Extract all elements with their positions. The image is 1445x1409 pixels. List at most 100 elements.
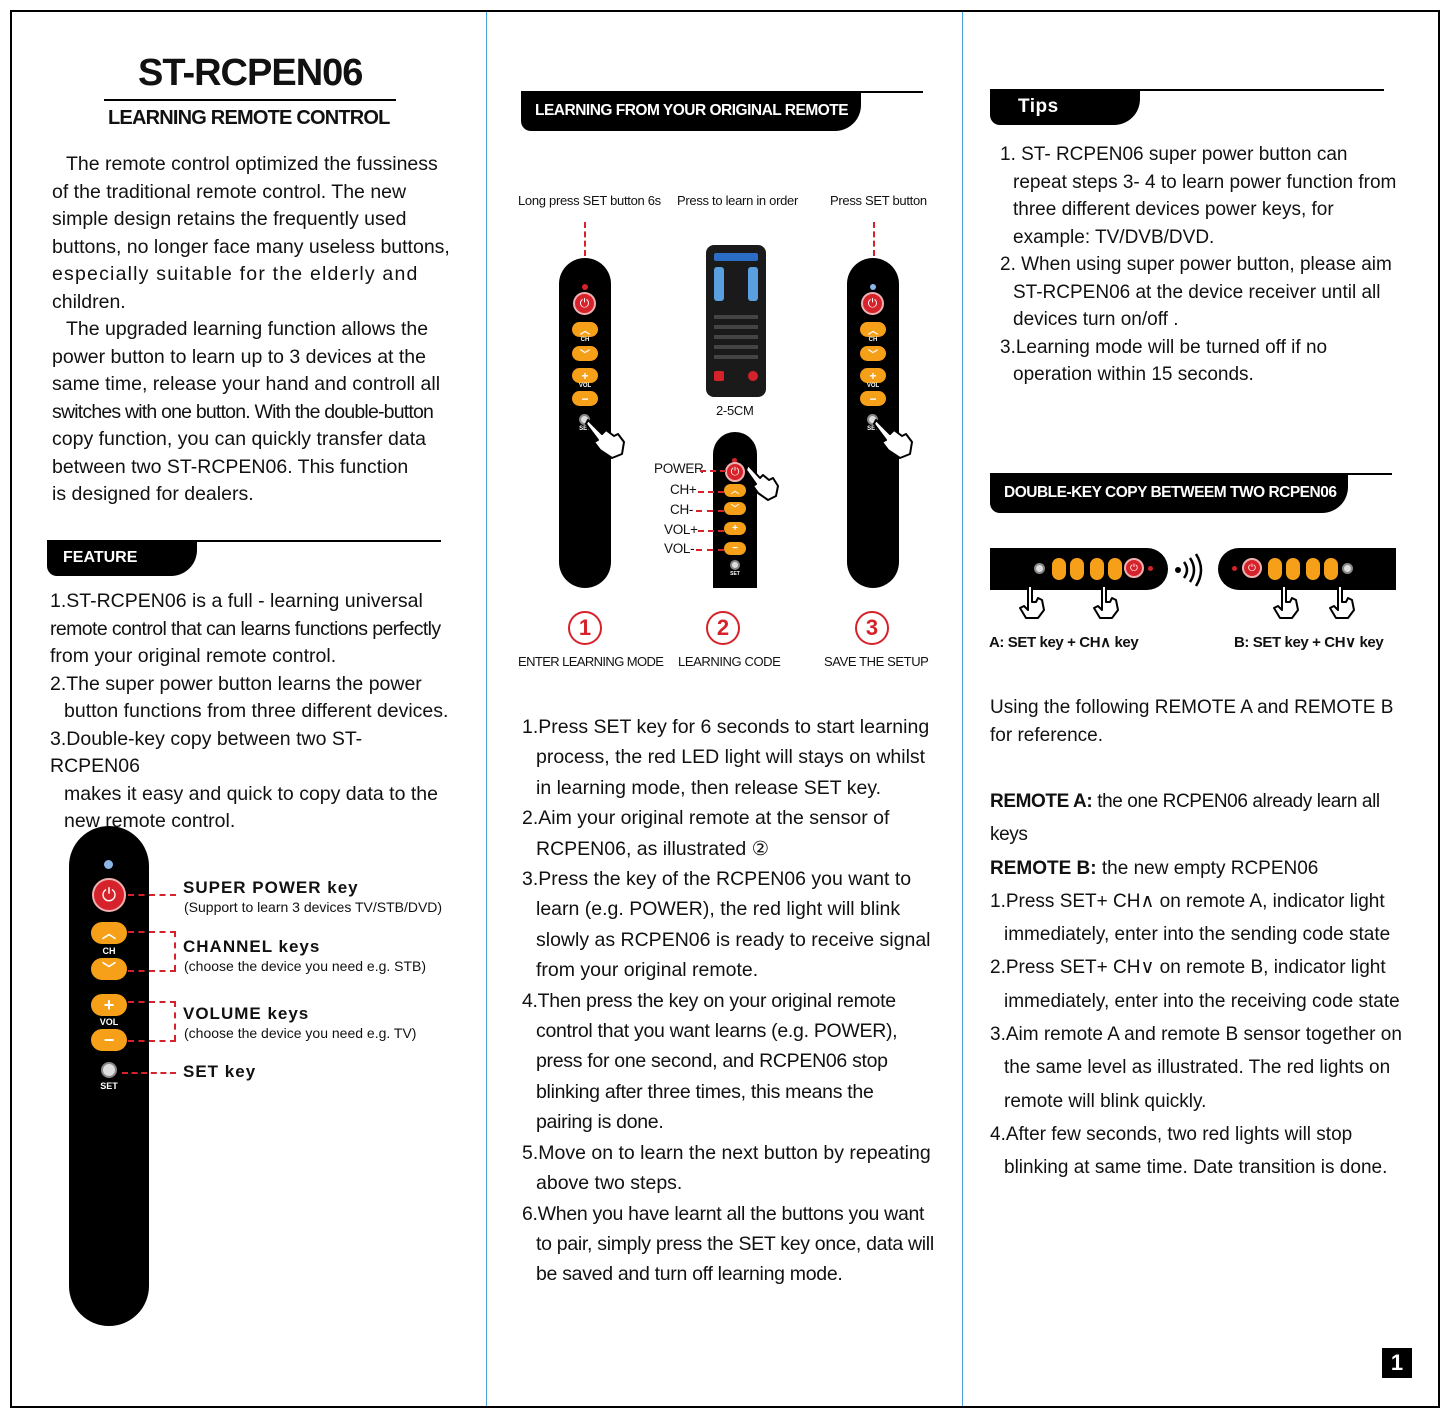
indicator-led bbox=[732, 458, 737, 463]
set-label: SET bbox=[579, 426, 591, 432]
tips-header: Tips bbox=[990, 89, 1384, 125]
set-gear-icon bbox=[101, 1062, 117, 1078]
remote-a-text: the one RCPEN06 already learn all keys bbox=[990, 791, 1380, 846]
ch-down-button: ﹀ bbox=[572, 346, 598, 361]
vol-label: VOL bbox=[99, 1017, 119, 1027]
ch-label: CH bbox=[580, 337, 590, 343]
hand-pointer-icon bbox=[745, 464, 779, 501]
ch-up-button: ︿ bbox=[724, 484, 746, 497]
vol-down-button: − bbox=[91, 1029, 127, 1051]
remote-step3: ⏻ ︿ CH ﹀ + VOL − SET bbox=[847, 258, 899, 588]
ch-up-button: ︿ bbox=[860, 322, 886, 337]
learn-label-ch-plus: CH+ bbox=[670, 482, 697, 497]
indicator-led bbox=[1232, 566, 1237, 571]
remote-a-illustration: ⏻ bbox=[990, 548, 1168, 590]
remote-illustration: ⏻ ︿ CH ﹀ + VOL − SET bbox=[69, 826, 149, 1326]
leader-line bbox=[696, 510, 724, 512]
step-number-2: 2 bbox=[706, 611, 740, 645]
power-icon: ⏻ bbox=[1124, 558, 1144, 578]
intro-text: The remote control optimized the fussine… bbox=[52, 153, 450, 505]
ch-up-button: ︿ bbox=[572, 322, 598, 337]
super-power-key-label: SUPER POWER key bbox=[183, 878, 359, 897]
leader-line bbox=[873, 222, 875, 256]
leader-line bbox=[696, 549, 724, 551]
remote-step1: ⏻ ︿ CH ﹀ + VOL − SET bbox=[559, 258, 611, 588]
hand-pointer-icon bbox=[873, 419, 913, 459]
learn-label-power: POWER bbox=[654, 461, 704, 476]
indicator-led bbox=[582, 284, 588, 290]
leader-line bbox=[128, 894, 176, 896]
ch-down-button: ﹀ bbox=[91, 958, 127, 980]
remote-b-illustration: ⏻ bbox=[1218, 548, 1396, 590]
power-icon: ⏻ bbox=[92, 878, 126, 912]
step-name-1: ENTER LEARNING MODE bbox=[518, 654, 664, 669]
vol-down-button: − bbox=[572, 391, 598, 406]
ch-label: CH bbox=[102, 946, 116, 956]
leader-line bbox=[584, 222, 586, 256]
vol-button bbox=[1052, 558, 1066, 580]
set-gear-icon bbox=[1034, 563, 1045, 574]
set-gear-icon bbox=[1342, 563, 1353, 574]
original-remote-illustration bbox=[706, 245, 766, 397]
learning-header: LEARNING FROM YOUR ORIGINAL REMOTE bbox=[521, 91, 923, 131]
vol-up-button: + bbox=[724, 522, 746, 535]
super-power-key-note: (Support to learn 3 devices TV/STB/DVD) bbox=[184, 899, 443, 915]
indicator-led bbox=[104, 860, 113, 869]
leader-line bbox=[122, 1072, 176, 1074]
set-label: SET bbox=[730, 571, 740, 577]
vol-button bbox=[1306, 558, 1320, 580]
set-gear-icon bbox=[867, 414, 878, 425]
leader-line bbox=[128, 1040, 176, 1042]
ch-button bbox=[1268, 558, 1282, 580]
signal-waves-icon bbox=[1175, 553, 1203, 587]
step-number-1: 1 bbox=[568, 611, 602, 645]
ch-button bbox=[1090, 558, 1104, 580]
remote-b-label: REMOTE B: bbox=[990, 857, 1097, 879]
vol-up-button: + bbox=[572, 368, 598, 383]
page-frame bbox=[10, 10, 1440, 1408]
caption-press-set: Press SET button bbox=[830, 193, 927, 208]
ch-button bbox=[1286, 558, 1300, 580]
hand-pointer-icon bbox=[1093, 585, 1119, 619]
vol-up-button: + bbox=[91, 994, 127, 1016]
step-number-3: 3 bbox=[855, 611, 889, 645]
channel-keys-note: (choose the device you need e.g. STB) bbox=[184, 958, 427, 974]
page-subtitle: LEARNING REMOTE CONTROL bbox=[108, 107, 390, 129]
remote-a-label: REMOTE A: bbox=[990, 791, 1093, 812]
vol-button bbox=[1324, 558, 1338, 580]
step-name-2: LEARNING CODE bbox=[678, 654, 781, 669]
column-divider bbox=[962, 12, 963, 1406]
tips-list: 1. ST- RCPEN06 super power button can re… bbox=[1000, 144, 1397, 385]
power-icon: ⏻ bbox=[725, 462, 745, 482]
page-title: ST-RCPEN06 bbox=[138, 52, 363, 94]
vol-button bbox=[1070, 558, 1084, 580]
vol-label: VOL bbox=[578, 383, 592, 389]
hand-pointer-icon bbox=[585, 419, 625, 459]
power-icon: ⏻ bbox=[861, 292, 884, 315]
caption-long-press: Long press SET button 6s bbox=[518, 193, 661, 208]
power-icon: ⏻ bbox=[573, 292, 596, 315]
remote-step2: ⏻ ︿ ﹀ + − SET bbox=[713, 432, 757, 588]
vol-down-button: − bbox=[860, 391, 886, 406]
leader-line bbox=[698, 491, 724, 493]
copy-instructions: REMOTE A: the one RCPEN06 already learn … bbox=[990, 791, 1402, 1179]
leader-line bbox=[128, 1001, 176, 1003]
ch-label: CH bbox=[868, 337, 878, 343]
remote-b-text: the new empty RCPEN06 bbox=[1096, 857, 1319, 879]
page-number: 1 bbox=[1382, 1348, 1412, 1378]
feature-list: 1.ST-RCPEN06 is a full - learning univer… bbox=[50, 590, 449, 832]
leader-line bbox=[128, 970, 176, 972]
leader-line bbox=[128, 931, 176, 933]
set-gear-icon bbox=[579, 414, 590, 425]
hand-pointer-icon bbox=[1329, 585, 1355, 619]
set-gear-icon bbox=[730, 560, 740, 570]
set-label: SET bbox=[100, 1081, 118, 1091]
indicator-led bbox=[1148, 566, 1153, 571]
hand-pointer-icon bbox=[1273, 585, 1299, 619]
ch-button bbox=[1108, 558, 1122, 580]
learn-label-vol-plus: VOL+ bbox=[664, 522, 698, 537]
learn-label-vol-minus: VOL- bbox=[664, 541, 695, 556]
remote-a-keys-label: A: SET key + CH∧ key bbox=[989, 634, 1139, 651]
vol-label: VOL bbox=[866, 383, 880, 389]
caption-learn-order: Press to learn in order bbox=[677, 193, 798, 208]
